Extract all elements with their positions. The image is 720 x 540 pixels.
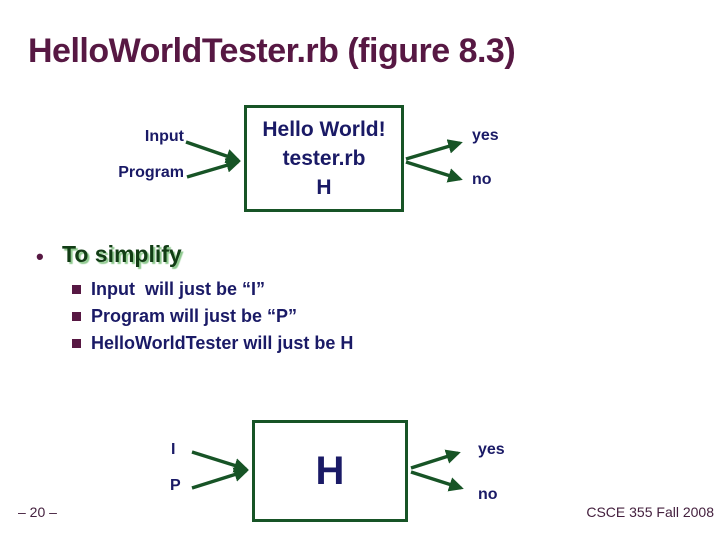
bottom-i-label: I <box>171 441 176 458</box>
top-box-line-2: tester.rb <box>282 147 366 170</box>
slide-title: HelloWorldTester.rb (figure 8.3) <box>28 32 516 70</box>
bottom-no-label: no <box>478 486 498 503</box>
square-bullet-icon <box>72 285 81 294</box>
bottom-box-label: H <box>315 449 345 493</box>
bottom-p-arrow <box>191 467 249 490</box>
list-item: HelloWorldTester will just be H <box>72 333 353 360</box>
top-yes-label: yes <box>472 127 499 144</box>
top-no-label: no <box>472 171 492 188</box>
page-number: – 20 – <box>18 504 57 520</box>
list-item: Program will just be “P” <box>72 306 353 333</box>
top-box-line-1: Hello World! <box>262 118 386 141</box>
bottom-yes-label: yes <box>478 441 505 458</box>
top-input-arrow <box>185 140 241 164</box>
square-bullet-icon <box>72 312 81 321</box>
top-program-label: Program <box>118 164 184 181</box>
bullet-heading: To simplify <box>62 241 182 267</box>
bullet-dot: • <box>36 244 44 269</box>
bottom-no-arrow <box>410 470 464 492</box>
bottom-i-arrow <box>191 450 249 473</box>
top-no-arrow <box>405 160 463 183</box>
sub-bullet-text: Input will just be “I” <box>91 279 265 299</box>
bottom-p-label: P <box>170 477 181 494</box>
course-footer: CSCE 355 Fall 2008 <box>586 504 714 520</box>
bottom-yes-arrow <box>410 449 461 470</box>
top-box-line-3: H <box>316 176 332 199</box>
top-program-arrow <box>186 158 241 179</box>
square-bullet-icon <box>72 339 81 348</box>
top-yes-arrow <box>405 139 463 161</box>
sub-bullet-text: Program will just be “P” <box>91 306 298 326</box>
bottom-h-box: H <box>252 420 408 522</box>
sub-bullet-text: HelloWorldTester will just be H <box>91 333 354 353</box>
list-item: Input will just be “I” <box>72 279 353 306</box>
top-input-label: Input <box>144 128 184 145</box>
top-tester-box: Hello World! tester.rb H <box>244 105 404 212</box>
sub-bullet-list: Input will just be “I” Program will just… <box>72 279 353 360</box>
